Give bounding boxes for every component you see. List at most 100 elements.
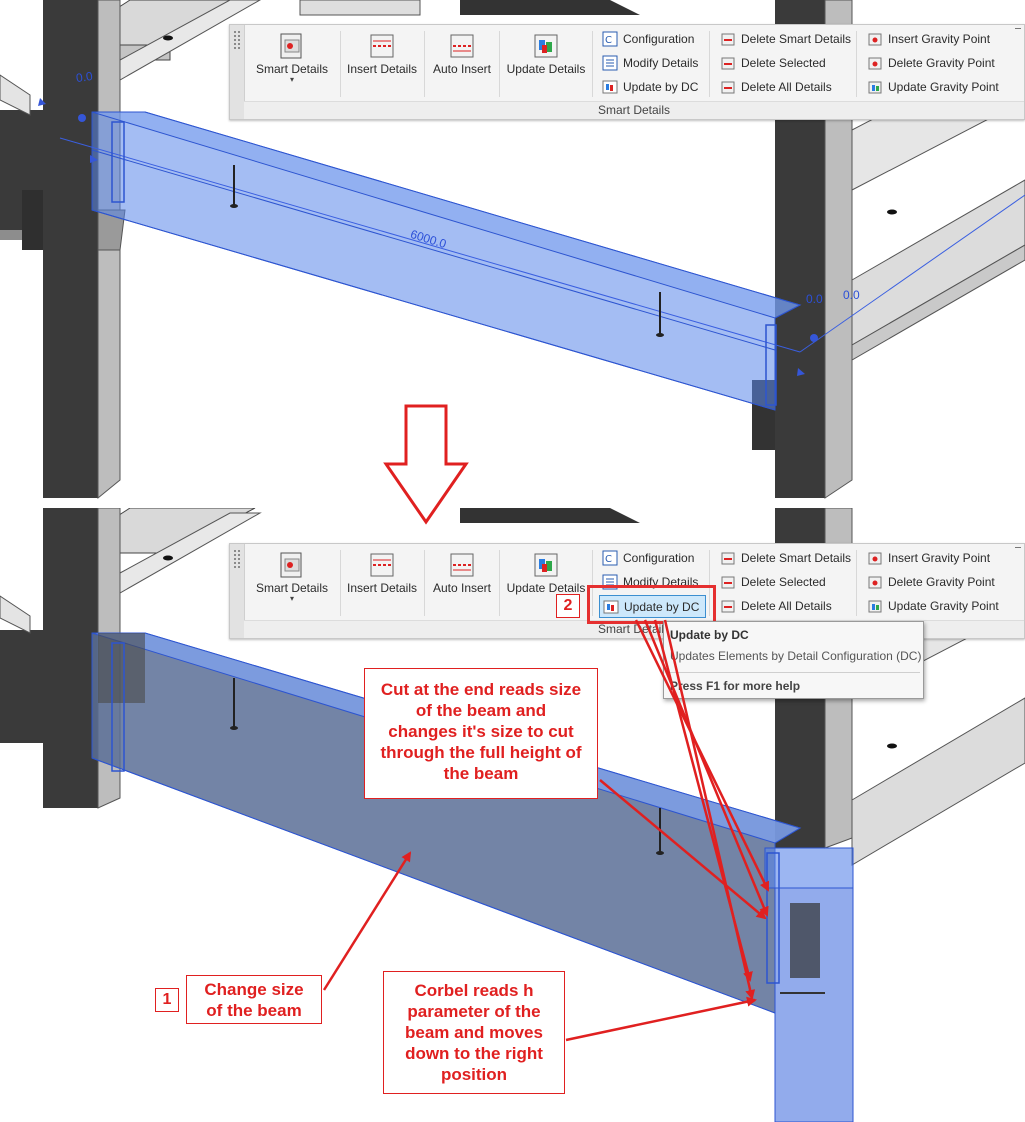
auto-insert-icon	[450, 553, 474, 577]
tooltip-title: Update by DC	[670, 628, 749, 642]
left-corbel	[22, 190, 43, 250]
beam-end	[98, 633, 145, 703]
dimension-offset-label[interactable]: 0.0	[843, 288, 860, 302]
smart-details-button[interactable]: Smart Details ▾	[252, 29, 332, 99]
dropdown-arrow-icon[interactable]: ▾	[289, 75, 294, 84]
grip-arrow[interactable]	[38, 98, 46, 106]
delete-gravity-point-button[interactable]: Delete Gravity Point	[867, 53, 995, 73]
tooltip-help: Press F1 for more help	[670, 679, 801, 693]
insert-gravity-point-button[interactable]: Insert Gravity Point	[867, 548, 990, 568]
update-by-dc-button[interactable]: Update by DC	[599, 595, 707, 618]
smart-details-button[interactable]: Smart Details ▾	[252, 548, 332, 618]
end-cut-left	[111, 642, 125, 772]
grip-arrow[interactable]	[797, 368, 805, 376]
update-by-dc-button[interactable]: Update by DC	[602, 77, 698, 97]
delete-smart-details-icon	[721, 552, 735, 565]
configuration-label: Configuration	[623, 551, 695, 565]
lifting-anchor-base	[656, 333, 664, 337]
auto-insert-button[interactable]: Auto Insert	[428, 29, 496, 99]
right-column	[775, 0, 825, 498]
right-white-beam	[851, 179, 1025, 346]
beam-edge	[91, 757, 776, 1014]
configuration-icon: C	[602, 31, 618, 47]
right-white-beam-face	[851, 244, 1025, 361]
grip-arrow[interactable]	[90, 155, 98, 163]
insert-gravity-point-icon	[868, 33, 882, 46]
insert-gravity-point-label: Insert Gravity Point	[888, 32, 991, 46]
delete-smart-details-button[interactable]: Delete Smart Details	[720, 548, 851, 568]
update-gravity-point-button[interactable]: Update Gravity Point	[867, 596, 999, 616]
update-by-dc-icon	[602, 80, 618, 94]
insert-gravity-point-icon	[868, 552, 882, 565]
delete-selected-button[interactable]: Delete Selected	[720, 53, 826, 73]
insert-details-icon	[370, 553, 394, 577]
insert-gravity-point-label: Insert Gravity Point	[888, 551, 991, 565]
arrow-corbel-callout	[565, 996, 757, 1042]
panel-options-icon[interactable]	[1015, 547, 1021, 551]
drag-grip[interactable]	[810, 334, 818, 342]
panel-grip[interactable]	[230, 25, 245, 119]
delete-smart-details-label: Delete Smart Details	[741, 32, 852, 46]
left-white-beam	[0, 74, 31, 116]
dropdown-arrow-icon[interactable]: ▾	[289, 594, 294, 603]
step-1-badge: 1	[155, 988, 179, 1012]
update-details-icon	[534, 34, 558, 58]
ribbon-panel-before: Smart Details ▾ Insert Details Auto Inse…	[229, 24, 1025, 120]
delete-gravity-point-button[interactable]: Delete Gravity Point	[867, 572, 995, 592]
modify-details-button[interactable]: Modify Details	[602, 53, 698, 73]
insert-gravity-point-button[interactable]: Insert Gravity Point	[867, 29, 990, 49]
delete-all-details-button[interactable]: Delete All Details	[720, 596, 832, 616]
configuration-icon: C	[602, 550, 618, 566]
insert-details-label: Insert Details	[346, 581, 418, 595]
delete-all-details-button[interactable]: Delete All Details	[720, 77, 832, 97]
anchor-hole	[163, 35, 173, 41]
insert-details-button[interactable]: Insert Details	[344, 548, 420, 618]
delete-all-details-icon	[721, 81, 735, 94]
right-column-side	[824, 0, 853, 499]
delete-all-details-icon	[721, 600, 735, 613]
configuration-button[interactable]: C Configuration	[602, 29, 694, 49]
delete-smart-details-icon	[721, 33, 735, 46]
modify-details-label: Modify Details	[623, 56, 699, 70]
top-white-beam	[119, 0, 262, 81]
panel-options-icon[interactable]	[1015, 28, 1021, 32]
smart-details-label: Smart Details	[255, 581, 329, 595]
panel-title: Smart Details	[244, 101, 1024, 119]
update-gravity-point-label: Update Gravity Point	[888, 599, 999, 613]
end-cut-right	[765, 324, 777, 406]
arrow-to-cut	[643, 619, 769, 917]
arrow-cut-callout	[599, 779, 767, 920]
anchor-hole	[887, 209, 897, 215]
update-by-dc-label: Update by DC	[623, 80, 699, 94]
update-by-dc-label: Update by DC	[624, 599, 700, 614]
configuration-button[interactable]: C Configuration	[602, 548, 694, 568]
anchor-hole	[163, 555, 173, 561]
left-column	[43, 508, 98, 808]
update-details-button[interactable]: Update Details	[503, 548, 589, 618]
selected-beam-top	[91, 111, 802, 319]
cut-explanation-callout: Cut at the end reads size of the beam an…	[364, 668, 598, 799]
step-2-badge: 2	[556, 594, 580, 618]
update-gravity-point-button[interactable]: Update Gravity Point	[867, 77, 999, 97]
down-arrow-icon	[383, 404, 469, 525]
delete-selected-button[interactable]: Delete Selected	[720, 572, 826, 592]
delete-all-details-label: Delete All Details	[741, 599, 832, 613]
drag-grip[interactable]	[78, 114, 86, 122]
left-beam-stub	[0, 630, 43, 743]
modify-details-icon	[602, 55, 618, 71]
update-gravity-point-icon	[868, 600, 882, 613]
update-details-label: Update Details	[506, 62, 586, 76]
insert-details-button[interactable]: Insert Details	[344, 29, 420, 99]
auto-insert-label: Auto Insert	[432, 581, 492, 595]
update-details-button[interactable]: Update Details	[503, 29, 589, 99]
dimension-offset-label[interactable]: 0.0	[806, 292, 823, 306]
delete-smart-details-button[interactable]: Delete Smart Details	[720, 29, 851, 49]
delete-selected-icon	[721, 57, 735, 70]
model-view-before[interactable]: 0.0 6000.0 0.0 0.0	[0, 0, 1025, 500]
background-column-top	[460, 508, 640, 523]
update-details-icon	[534, 553, 558, 577]
panel-grip[interactable]	[230, 544, 245, 638]
auto-insert-button[interactable]: Auto Insert	[428, 548, 496, 618]
update-by-dc-highlight	[587, 585, 716, 624]
